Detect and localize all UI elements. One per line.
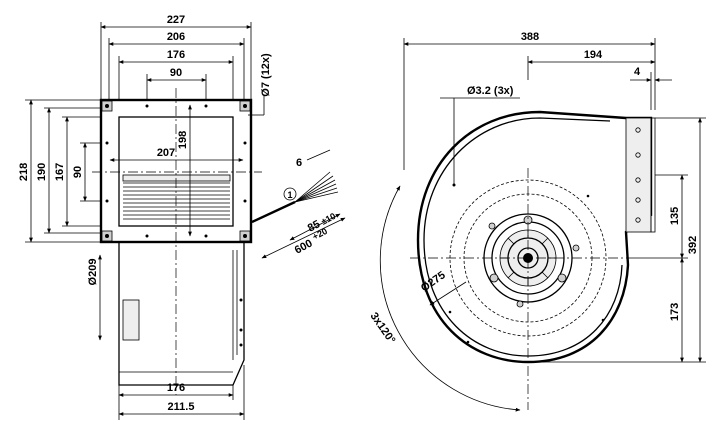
dim-211-5: 211.5 <box>118 365 245 420</box>
dim-209: Ø209 <box>87 254 102 341</box>
dim-190-label: 190 <box>36 163 48 181</box>
dim-194: 194 <box>527 49 656 80</box>
dim-227: 227 <box>100 14 252 100</box>
dim-176-bottom: 176 <box>118 382 234 400</box>
dim-176-top-label: 176 <box>167 49 185 61</box>
dim-388: 388 <box>403 31 656 170</box>
dim-90-left: 90 <box>72 142 101 202</box>
hole-3-2-callout: Ø3.2 (3x) <box>440 85 520 185</box>
dim-218: 218 <box>18 99 101 243</box>
motor-plug <box>122 299 140 341</box>
callout-circle <box>283 187 297 201</box>
right-view: 388 194 4 Ø3.2 (3x) <box>368 31 706 412</box>
dim-207-label: 207 <box>157 147 175 159</box>
dim-206-label: 206 <box>167 31 185 43</box>
dim-392: 392 <box>530 117 706 363</box>
dim-275: Ø275 <box>419 269 467 306</box>
dim-167: 167 <box>54 116 101 227</box>
dim-207: 207 <box>109 147 244 162</box>
dim-173-label: 173 <box>669 303 681 321</box>
dim-198: 198 <box>177 104 192 237</box>
dim-4-label: 4 <box>634 66 641 78</box>
mounting-flange <box>99 98 253 244</box>
hole-3-2-label: Ø3.2 (3x) <box>467 85 514 97</box>
cable-sheath <box>251 200 296 224</box>
callout-label: 1 <box>287 190 292 200</box>
dim-176-bottom-label: 176 <box>167 382 185 394</box>
dim-90-top-label: 90 <box>170 67 182 79</box>
left-view: 227 206 176 90 218 <box>18 14 346 420</box>
impeller-blades <box>122 174 231 220</box>
angle-arc: 3x120° <box>368 185 521 412</box>
dim-206: 206 <box>108 31 245 100</box>
dim-4: 4 <box>630 66 672 110</box>
dim-190: 190 <box>36 107 101 234</box>
hole-callout-label: Ø7 (12x) <box>260 53 272 97</box>
outlet-flange <box>625 117 652 233</box>
dim-227-label: 227 <box>167 14 185 26</box>
strip-tolerance-label: ±10 <box>319 211 337 227</box>
dim-392-label: 392 <box>687 236 699 254</box>
dim-211-5-label: 211.5 <box>168 401 195 413</box>
corner-holes <box>101 100 251 242</box>
dim-176-top: 176 <box>118 49 234 100</box>
wire-spread-label: 6 <box>296 157 302 169</box>
angle-label: 3x120° <box>368 311 398 347</box>
dim-198-label: 198 <box>177 131 189 149</box>
dim-90-left-label: 90 <box>72 166 84 178</box>
cable-length-label: 600 <box>293 237 315 256</box>
dim-167-label: 167 <box>54 163 66 181</box>
dim-90-top: 90 <box>146 67 207 100</box>
cable: 6 1 85 ±10 600 +20 <box>251 149 346 259</box>
outlet-opening <box>118 116 234 227</box>
dim-209-label: Ø209 <box>87 259 99 286</box>
dim-135-label: 135 <box>669 207 681 225</box>
hole-callout: Ø7 (12x) <box>248 53 272 116</box>
dim-135: 135 <box>655 174 688 259</box>
dim-194-label: 194 <box>584 49 603 61</box>
dim-388-label: 388 <box>521 31 539 43</box>
dim-173: 173 <box>630 257 688 363</box>
dim-218-label: 218 <box>18 163 30 181</box>
